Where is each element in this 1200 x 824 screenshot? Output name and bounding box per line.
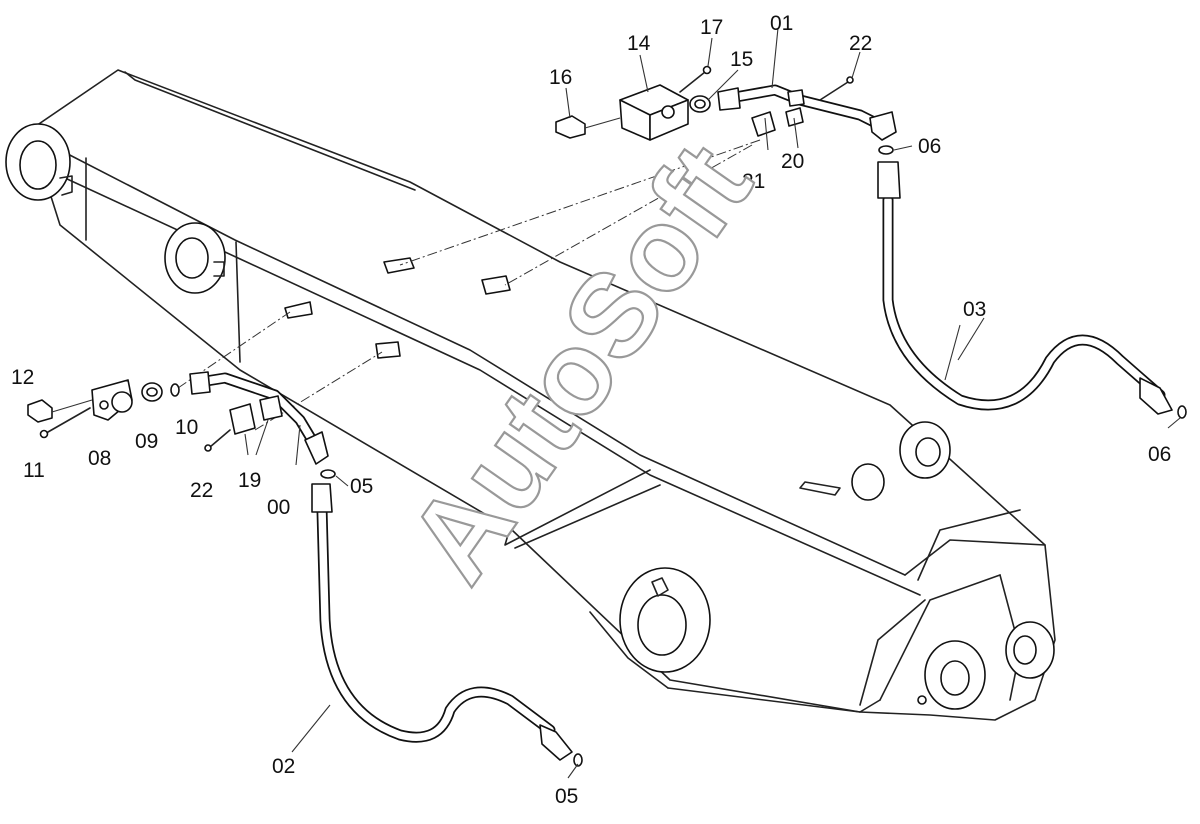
top-assembly <box>555 65 1187 419</box>
label-10: 10 <box>175 416 198 439</box>
label-22-top: 22 <box>849 32 872 55</box>
label-08: 08 <box>88 447 111 470</box>
label-14: 14 <box>627 32 651 55</box>
label-12: 12 <box>11 366 34 389</box>
label-00: 00 <box>267 496 290 519</box>
label-06-right: 06 <box>1148 443 1171 466</box>
label-20: 20 <box>781 150 804 173</box>
label-16: 16 <box>549 66 572 89</box>
label-09: 09 <box>135 430 158 453</box>
label-19: 19 <box>238 469 261 492</box>
label-22-bottom: 22 <box>190 479 213 502</box>
label-05-top: 05 <box>350 475 373 498</box>
label-21: 21 <box>742 170 765 193</box>
boom-arm <box>5 69 1056 721</box>
label-02: 02 <box>272 755 295 778</box>
part-labels: 01 22 17 14 15 16 06 20 21 03 06 12 11 0… <box>11 12 1171 808</box>
label-06-top: 06 <box>918 135 941 158</box>
label-01: 01 <box>770 12 793 35</box>
label-leaders <box>291 27 1181 779</box>
left-assembly <box>27 371 583 767</box>
watermark-text: AutoSoft <box>383 121 777 605</box>
label-17: 17 <box>700 16 723 39</box>
label-03: 03 <box>963 298 986 321</box>
label-15: 15 <box>730 48 753 71</box>
label-05-bottom: 05 <box>555 785 578 808</box>
label-11: 11 <box>23 459 45 482</box>
